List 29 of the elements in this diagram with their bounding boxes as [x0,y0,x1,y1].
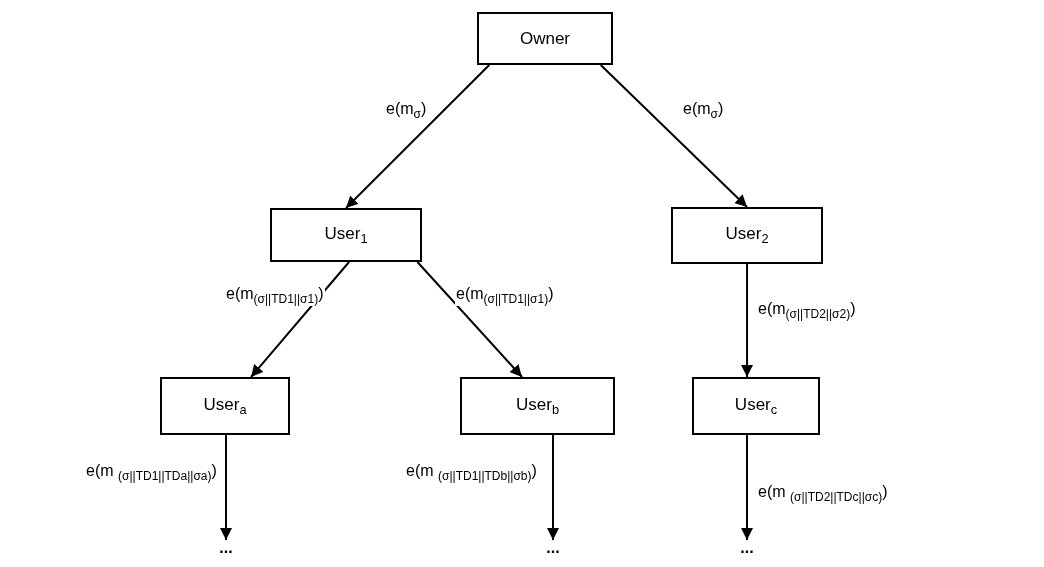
user-box [160,377,290,435]
user-box [671,207,823,264]
edge-label: e(m $_{(σ||TD2||TDc||σc)}$) [757,483,889,505]
ellipsis-text: ... [546,540,560,556]
node-label: User$_{b}$ [516,394,559,418]
arrow [547,434,559,541]
arrow [741,434,753,541]
user-box [270,208,422,262]
edge-label: e(m $_{(σ||TD1||TDb||σb)}$) [405,462,538,484]
edge-label: e(m$_{(σ||TD1||σ1)}$) [225,285,325,307]
user-box [460,377,615,435]
node-label: Owner [519,28,571,49]
node-label: User$_{1}$ [324,223,368,247]
user-box [692,377,820,435]
ellipsis-text: ... [740,540,754,556]
ellipsis-text: ... [219,540,233,556]
arrow [741,263,754,378]
arrow [345,64,491,209]
arrow [599,64,748,208]
arrow [250,261,351,378]
edge-label: e(m$_{(σ||TD1||σ1)}$) [455,285,555,307]
arrow [220,434,232,541]
node-label: User$_{a}$ [203,394,247,418]
node-label: User$_{2}$ [725,224,769,247]
user-box [477,12,613,65]
edge-label: e(m$_{(σ||TD2||σ2)}$) [757,300,857,322]
node-label: User$_{c}$ [734,394,778,418]
arrow [416,261,523,378]
edge-label: e(m $_{(σ||TD1||TDa||σa)}$) [85,462,218,484]
